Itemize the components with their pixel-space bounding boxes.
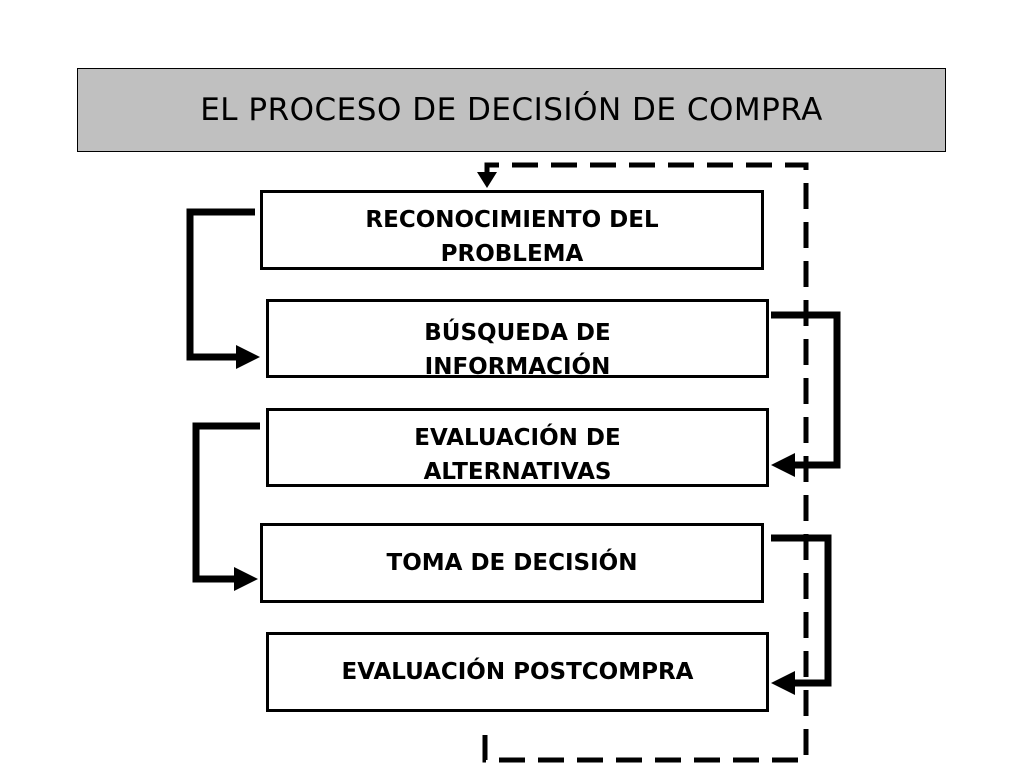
connector-step1-to-step2 (186, 208, 255, 361)
connector-step3-to-step4 (192, 422, 260, 583)
connector-step4-to-step5 (771, 534, 832, 687)
step-label: TOMA DE DECISIÓN (386, 550, 638, 576)
connector-step1-to-step2-arrowhead (236, 345, 260, 369)
step-label: BÚSQUEDA DE INFORMACIÓN (424, 319, 611, 378)
connector-step2-to-step3-arrowhead (771, 453, 795, 477)
step-label: EVALUACIÓN DE ALTERNATIVAS (414, 424, 621, 485)
feedback-loop-arrowhead (477, 172, 497, 188)
step-purchase-decision: TOMA DE DECISIÓN (260, 523, 764, 603)
connector-step2-to-step3 (771, 311, 841, 469)
connector-step3-to-step4-arrowhead (234, 567, 258, 591)
step-label: EVALUACIÓN POSTCOMPRA (341, 659, 694, 685)
title-bar: EL PROCESO DE DECISIÓN DE COMPRA (77, 68, 946, 152)
diagram-title: EL PROCESO DE DECISIÓN DE COMPRA (200, 92, 823, 128)
step-information-search: BÚSQUEDA DE INFORMACIÓN (266, 299, 769, 378)
step-label: RECONOCIMIENTO DEL PROBLEMA (365, 207, 659, 267)
connector-step4-to-step5-arrowhead (771, 671, 795, 695)
step-post-purchase-evaluation: EVALUACIÓN POSTCOMPRA (266, 632, 769, 712)
step-problem-recognition: RECONOCIMIENTO DEL PROBLEMA (260, 190, 764, 270)
step-alternatives-evaluation: EVALUACIÓN DE ALTERNATIVAS (266, 408, 769, 487)
